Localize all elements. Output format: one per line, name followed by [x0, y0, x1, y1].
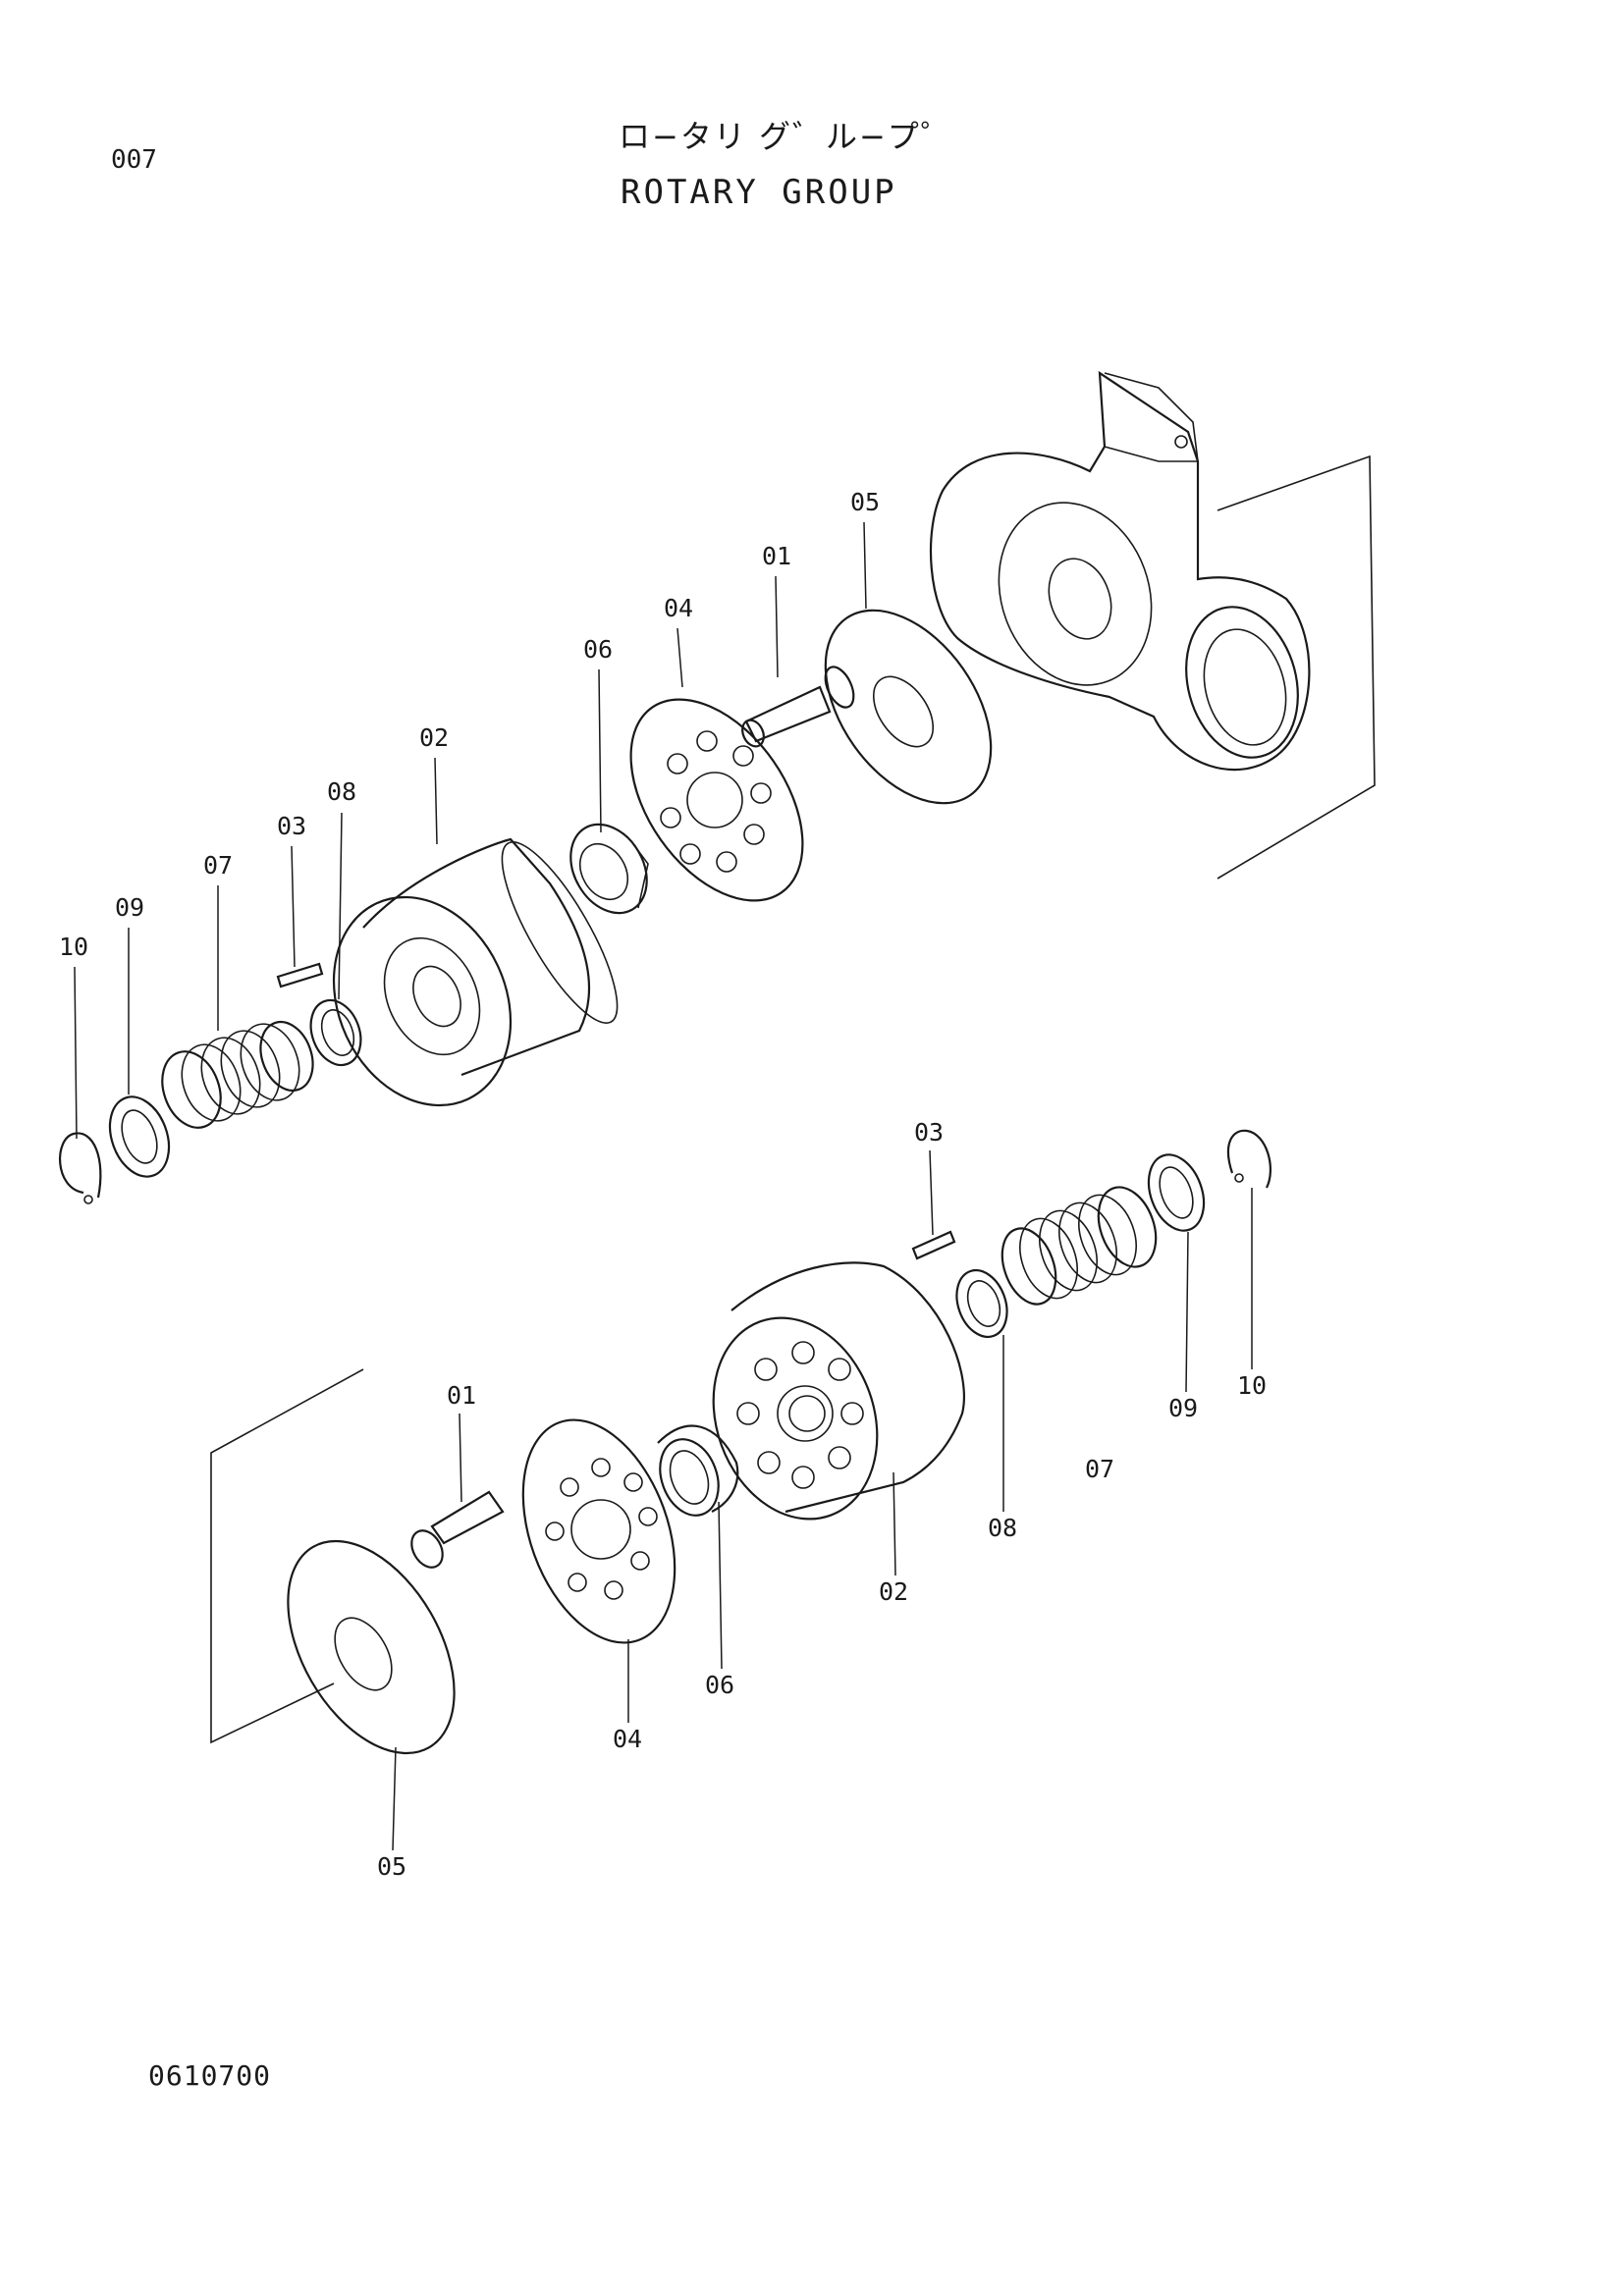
- lower-callout-05: 05: [377, 1852, 406, 1881]
- lower-callout-10: 10: [1237, 1371, 1267, 1400]
- lower-part-06-bushing: [657, 1424, 739, 1517]
- page-number: 007: [111, 145, 157, 175]
- document-code: 0610700: [148, 2059, 272, 2092]
- lower-part-01-pin: [410, 1490, 505, 1569]
- lower-assembly: 03 01 05 04 06 02 08 07 09 10: [210, 1118, 1271, 1881]
- lower-part-10-snap-ring: [1227, 1129, 1271, 1189]
- page-title: ROTARY GROUP: [621, 173, 897, 212]
- lower-callout-06: 06: [705, 1671, 734, 1699]
- lower-callout-07: 07: [1085, 1455, 1114, 1483]
- lower-part-02-cylinder-block: [712, 1261, 965, 1521]
- upper-callout-09: 09: [115, 893, 144, 922]
- upper-part-03-pin: [276, 962, 324, 988]
- upper-part-05-plate: [824, 609, 993, 805]
- upper-callout-10: 10: [59, 933, 88, 961]
- upper-callout-06: 06: [583, 635, 613, 664]
- upper-part-09-washer: [108, 1095, 171, 1178]
- lower-callout-09: 09: [1168, 1394, 1198, 1422]
- housing-block: [929, 370, 1376, 880]
- upper-part-04-retainer-plate: [629, 698, 804, 902]
- lower-part-07-spring: [1001, 1186, 1158, 1306]
- lower-part-09-washer: [1147, 1153, 1206, 1232]
- upper-callout-08: 08: [327, 777, 356, 806]
- upper-assembly: 05 01 04 06 02 08 03 07 09 10: [58, 370, 1376, 1204]
- lower-callout-03: 03: [914, 1118, 944, 1147]
- lower-part-08-washer: [955, 1269, 1008, 1338]
- upper-part-02-cylinder-block: [332, 837, 619, 1107]
- lower-part-05-plate: [287, 1539, 456, 1755]
- upper-callout-04: 04: [664, 594, 693, 622]
- upper-callout-03: 03: [277, 812, 306, 840]
- lower-callout-04: 04: [613, 1725, 642, 1753]
- lower-part-04-retainer-plate: [521, 1418, 676, 1644]
- upper-callout-05: 05: [850, 488, 880, 516]
- lower-callout-08: 08: [988, 1514, 1017, 1542]
- upper-part-10-snap-ring: [58, 1132, 102, 1204]
- upper-callout-07: 07: [203, 851, 233, 880]
- upper-part-08-washer: [309, 998, 362, 1067]
- lower-callout-02: 02: [879, 1577, 908, 1606]
- upper-callout-01: 01: [762, 542, 791, 570]
- upper-part-06-bushing: [569, 823, 649, 915]
- title-japanese: ロ−タリ グ゛ル−プ゜: [619, 118, 954, 155]
- upper-part-07-spring: [161, 1021, 314, 1129]
- upper-callout-02: 02: [419, 723, 449, 752]
- upper-part-01-pin: [741, 666, 855, 748]
- lower-part-03-pin: [911, 1230, 956, 1260]
- lower-callout-01: 01: [447, 1381, 476, 1410]
